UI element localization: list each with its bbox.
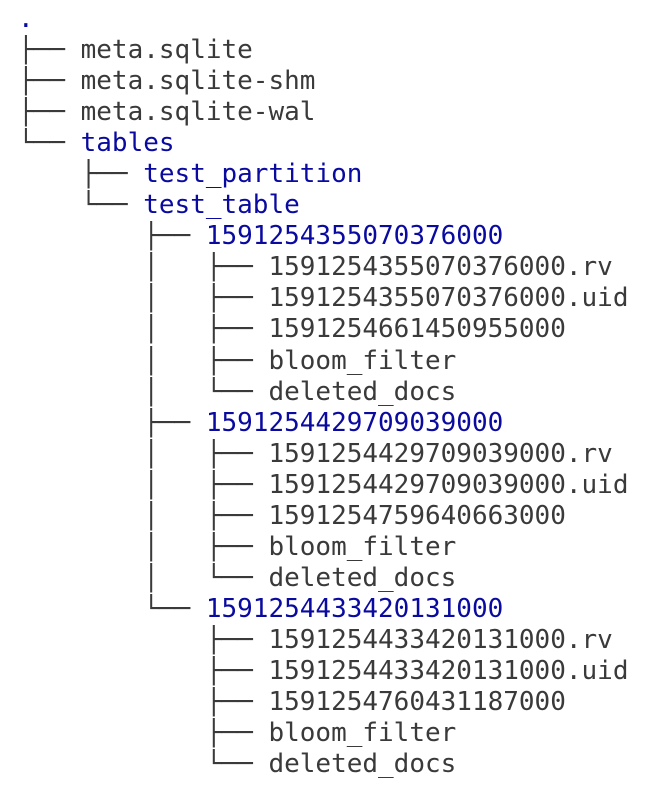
file-name: 1591254433420131000.uid [268,655,629,686]
tree-file-row: ├── 1591254433420131000.rv [18,625,658,656]
tree-file-row: │ └── deleted_docs [18,563,658,594]
tree-branch-lines: │ ├── [18,500,269,531]
tree-file-row: │ ├── 1591254429709039000.rv [18,439,658,470]
tree-file-row: │ ├── 1591254355070376000.uid [18,283,658,314]
tree-branch-lines: ├── [18,687,269,718]
tree-branch-lines: │ └── [18,376,269,407]
tree-directory-row: └── tables [18,128,658,159]
tree-file-row: │ ├── 1591254355070376000.rv [18,252,658,283]
tree-branch-lines: ├── [18,655,269,686]
tree-branch-lines: ├── [18,718,269,749]
file-name: deleted_docs [268,562,457,593]
tree-file-row: │ └── deleted_docs [18,377,658,408]
tree-file-row: │ ├── bloom_filter [18,346,658,377]
file-name: bloom_filter [268,718,457,749]
file-name: 1591254429709039000.rv [268,438,613,469]
directory-name: 1591254355070376000 [205,221,504,252]
file-name: 1591254433420131000.rv [268,624,613,655]
file-name: deleted_docs [268,376,457,407]
tree-branch-lines: │ ├── [18,438,269,469]
tree-branch-lines: └── [18,128,81,159]
tree-file-row: ├── 1591254433420131000.uid [18,656,658,687]
tree-file-row: ├── meta.sqlite-shm [18,66,658,97]
tree-branch-lines: │ ├── [18,469,269,500]
tree-branch-lines: ├── [18,407,206,438]
directory-name: . [18,4,34,34]
directory-name: test_partition [143,159,363,190]
directory-tree: .├── meta.sqlite├── meta.sqlite-shm├── m… [18,4,658,780]
tree-file-row: ├── bloom_filter [18,718,658,749]
tree-branch-lines: │ ├── [18,531,269,562]
file-name: 1591254355070376000.rv [268,252,613,283]
file-name: meta.sqlite [80,35,253,66]
tree-branch-lines: │ ├── [18,283,269,314]
tree-branch-lines: ├── [18,66,81,97]
file-name: meta.sqlite-shm [80,66,316,97]
tree-branch-lines: │ ├── [18,345,269,376]
tree-branch-lines: │ ├── [18,252,269,283]
tree-file-row: │ ├── 1591254429709039000.uid [18,470,658,501]
tree-directory-row: └── test_table [18,190,658,221]
tree-branch-lines: ├── [18,35,81,66]
file-name: deleted_docs [268,749,457,780]
tree-file-row: │ ├── bloom_filter [18,532,658,563]
tree-directory-row: └── 1591254433420131000 [18,594,658,625]
file-name: bloom_filter [268,531,457,562]
tree-file-row: ├── 1591254760431187000 [18,687,658,718]
tree-branch-lines: │ └── [18,562,269,593]
tree-branch-lines: ├── [18,97,81,128]
tree-branch-lines: │ ├── [18,314,269,345]
tree-file-row: │ ├── 1591254661450955000 [18,314,658,345]
directory-name: test_table [143,190,300,221]
tree-directory-row: ├── test_partition [18,159,658,190]
tree-file-row: └── deleted_docs [18,749,658,780]
directory-name: 1591254433420131000 [205,593,504,624]
tree-directory-row: ├── 1591254355070376000 [18,221,658,252]
tree-branch-lines: └── [18,593,206,624]
file-name: 1591254760431187000 [268,687,566,718]
tree-branch-lines: ├── [18,221,206,252]
directory-name: 1591254429709039000 [205,407,504,438]
tree-branch-lines: ├── [18,159,144,190]
tree-file-row: │ ├── 1591254759640663000 [18,501,658,532]
tree-directory-row: ├── 1591254429709039000 [18,408,658,439]
tree-branch-lines: └── [18,190,144,221]
tree-branch-lines: ├── [18,624,269,655]
tree-file-row: ├── meta.sqlite [18,35,658,66]
file-name: 1591254429709039000.uid [268,469,629,500]
tree-branch-lines: └── [18,749,269,780]
file-name: 1591254759640663000 [268,500,566,531]
file-name: 1591254355070376000.uid [268,283,629,314]
file-name: 1591254661450955000 [268,314,566,345]
file-name: bloom_filter [268,345,457,376]
directory-name: tables [80,128,175,159]
file-name: meta.sqlite-wal [80,97,316,128]
tree-directory-row: . [18,4,658,35]
tree-file-row: ├── meta.sqlite-wal [18,97,658,128]
